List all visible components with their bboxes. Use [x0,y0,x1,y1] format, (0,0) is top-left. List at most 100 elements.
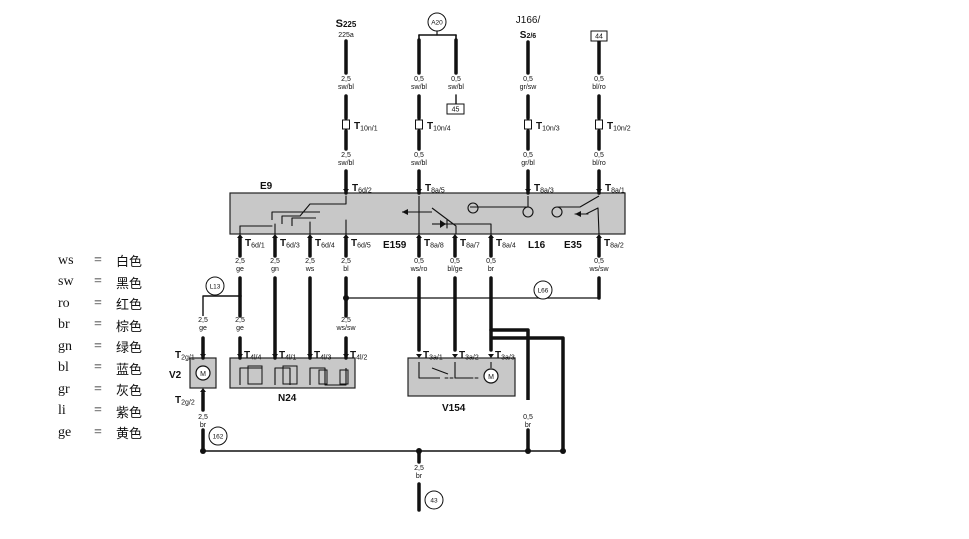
legend-code: li [58,403,66,419]
pin-bottom-3: T6d/5 [351,238,371,250]
arrow-down-icon [488,354,494,358]
connector-t10-2 [524,119,532,130]
box-44 [590,30,608,42]
motor-v2-m: M [200,371,206,378]
junction-dot [525,448,531,454]
pin-sub: 6d/4 [321,243,335,250]
pin-sub: 6d/5 [357,243,371,250]
pin-sub: 8a/2 [610,243,624,250]
legend-row-sw: sw=黑色 [58,272,142,294]
legend-code: ge [58,424,72,440]
legend-name: 黄色 [116,427,143,443]
legend-eq: = [94,360,102,376]
legend-row-li: li=紫色 [58,401,142,423]
connector-t10-0 [342,119,350,130]
wire-color: ge [199,325,207,332]
legend-code: br [58,317,70,333]
pin-sub: 3a/2 [465,355,479,362]
pin-sub: 4l/3 [320,355,331,362]
legend-row-gr: gr=灰色 [58,379,142,401]
s225-sub2: 225a [338,32,354,39]
pin-main: T [279,350,285,361]
legend-name: 红色 [116,298,143,314]
pin-sub: 2g/2 [181,400,195,407]
pin-main: T [425,183,431,194]
pin-main: T [460,238,466,249]
wire-size: 2,5 [341,76,351,83]
pin-main: T [423,350,429,361]
pin-main: T [427,121,433,132]
wire [446,223,492,234]
a20-badge-text: A20 [431,20,443,27]
switch-block-e9 [229,192,626,235]
wire-size: 0,5 [594,76,604,83]
legend-row-br: br=棕色 [58,315,142,337]
pin-arrow [596,234,602,238]
wire-br-far [491,336,565,451]
resistor-icon [339,369,349,385]
wire-size: 2,5 [341,152,351,159]
legend-row-ro: ro=红色 [58,293,142,315]
pin-sub: 10n/1 [360,126,378,133]
wire-color: br [488,266,495,273]
pin-main: T [424,238,430,249]
pin-sub: 2g/1 [181,355,195,362]
legend-name: 黑色 [116,276,143,292]
wire-size: 2,5 [341,258,351,265]
wire-color: br [525,422,532,429]
pin-main: T [350,350,356,361]
wire-size: 2,5 [270,258,280,265]
legend-name: 紫色 [116,405,143,421]
l13-badge-text: L13 [210,284,221,291]
diagram-static [189,192,626,397]
pin-t10-3: T10n/2 [607,121,631,133]
source-j166: J166/ [516,15,541,26]
wire-color: sw/bl [338,84,354,91]
wire-size: 2,5 [198,414,208,421]
pin-top-1: T8a/5 [425,183,445,195]
wire-v2-feed [202,295,240,316]
arrow-down-icon [416,189,422,193]
pin-v154-1: T3a/2 [459,350,479,362]
pin-sub: 4l/2 [356,355,367,362]
wire-size: 2,5 [305,258,315,265]
wire-br-right [491,328,530,400]
legend-row-ws: ws=白色 [58,250,142,272]
arrow-down-icon [200,354,206,358]
pin-main: T [354,121,360,132]
wire-size: 0,5 [414,152,424,159]
pin-main: T [536,121,542,132]
pin-sub: 8a/8 [430,243,444,250]
switch-contact [418,362,440,379]
label-v2: V2 [169,370,182,381]
wire [557,195,600,208]
wire-color: gr/sw [520,84,538,91]
pin-sub: 6d/2 [358,188,372,195]
wire-color: ws/sw [588,266,609,273]
wire [431,367,449,375]
pin-main: T [314,350,320,361]
switch-contact [291,217,316,226]
legend-name: 蓝色 [116,362,143,378]
pin-v2-1: T2g/1 [175,350,195,362]
box-44-text: 44 [595,34,603,41]
legend-name: 绿色 [116,341,143,357]
wire-color: sw/bl [448,84,464,91]
l13-badge [205,276,225,296]
pin-sub: 8a/3 [540,188,554,195]
pin-main: T [495,350,501,361]
pin-main: T [175,350,181,361]
pin-main: T [280,238,286,249]
label-n24: N24 [278,393,297,404]
pin-sub: 8a/1 [611,188,625,195]
arrow-down-icon [307,354,313,358]
legend-code: sw [58,274,74,290]
pin-sub: 4l/1 [285,355,296,362]
motor-icon [483,368,499,384]
legend-eq: = [94,338,102,354]
pin-main: T [605,183,611,194]
junction-dot [200,448,206,454]
pin-main: T [244,350,250,361]
wire-color: bl/ge [447,266,462,273]
